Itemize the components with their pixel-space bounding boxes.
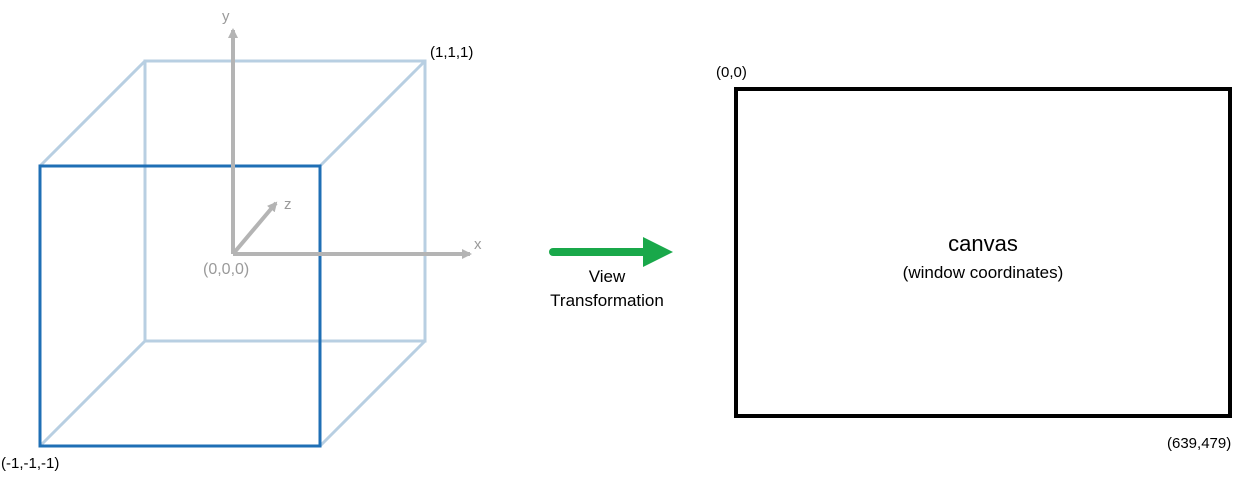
axis-z-label: z	[284, 196, 292, 213]
cube-edge-bottom-right	[318, 339, 427, 448]
coordinate-axes	[228, 28, 472, 259]
cube-edge-top-left	[38, 59, 147, 168]
canvas-title: canvas	[948, 231, 1018, 256]
canvas-corner-top-left-label: (0,0)	[716, 64, 747, 81]
origin-label: (0,0,0)	[203, 261, 249, 278]
axis-x-label: x	[474, 236, 482, 253]
canvas-corner-bottom-right-label: (639,479)	[1167, 435, 1231, 452]
cube-corner-bottom-left-label: (-1,-1,-1)	[1, 455, 59, 472]
axis-y-label: y	[222, 8, 230, 25]
cube-corner-top-right-label: (1,1,1)	[430, 44, 473, 61]
canvas-subtitle: (window coordinates)	[903, 263, 1064, 282]
transform-label-line1: View	[589, 267, 626, 286]
arrow-head	[643, 237, 673, 267]
canvas-rect	[734, 87, 1232, 418]
cube-back-edges	[38, 59, 427, 448]
transform-label-line2: Transformation	[550, 291, 664, 310]
cube-edge-top-right	[318, 59, 427, 168]
view-transformation-arrow	[549, 237, 673, 267]
cube-edge-bottom-left	[38, 339, 147, 448]
cube-back-face	[143, 59, 427, 343]
cube-front-face	[38, 164, 322, 448]
z-axis	[231, 201, 278, 256]
